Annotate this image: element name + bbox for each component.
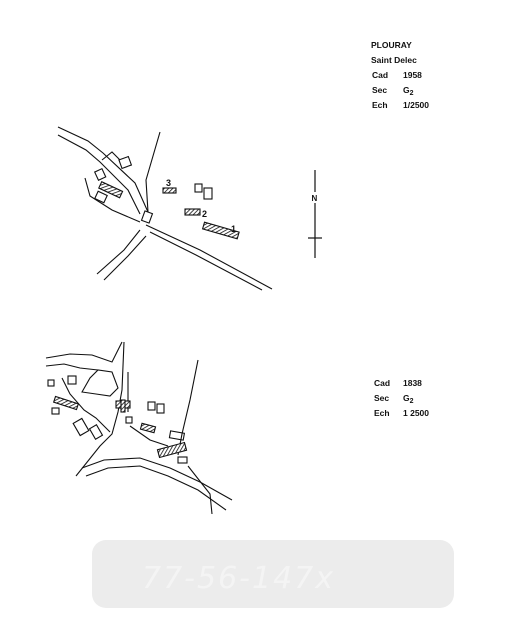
- cadastre-1838-map: [45, 341, 233, 515]
- roads: [45, 341, 233, 515]
- ech-key: Ech: [372, 100, 388, 110]
- watermark-band: [92, 540, 454, 608]
- sec-value-1838: G2: [403, 393, 414, 405]
- building-number-3: 3: [166, 178, 171, 188]
- parcel-outlines: [93, 155, 213, 224]
- ech-value: 1/2500: [403, 100, 429, 110]
- legend-1838: Cad 1838 Sec G2 Ech 1 2500: [374, 378, 429, 418]
- numbered-buildings: [98, 180, 240, 240]
- commune-name: PLOURAY: [371, 40, 412, 50]
- north-label: N: [312, 194, 318, 203]
- roads: [57, 126, 273, 291]
- north-label-bg: [310, 192, 320, 203]
- cad-value: 1958: [403, 70, 422, 80]
- cad-value-1838: 1838: [403, 378, 422, 388]
- cadastre-1958-map: [57, 126, 273, 291]
- parcel-outlines: [47, 375, 188, 464]
- hatched-buildings: [52, 395, 188, 459]
- sec-letter: G: [403, 85, 410, 95]
- ech-value-1838: 1 2500: [403, 408, 429, 418]
- building-number-1: 1: [231, 224, 236, 234]
- sec-value: G2: [403, 85, 414, 97]
- legend-1958: PLOURAY Saint Delec Cad 1958 Sec G2 Ech …: [371, 40, 429, 110]
- sec-subscript-1838: 2: [410, 398, 414, 405]
- north-arrow: [308, 170, 322, 258]
- lieu-dit-name: Saint Delec: [371, 55, 417, 65]
- inventory-watermark: 77-56-147x: [142, 561, 335, 596]
- sec-key-1838: Sec: [374, 393, 389, 403]
- cad-key: Cad: [372, 70, 388, 80]
- cad-key-1838: Cad: [374, 378, 390, 388]
- sec-key: Sec: [372, 85, 387, 95]
- sec-subscript: 2: [410, 90, 414, 97]
- ech-key-1838: Ech: [374, 408, 390, 418]
- building-number-2: 2: [202, 209, 207, 219]
- sec-letter-1838: G: [403, 393, 410, 403]
